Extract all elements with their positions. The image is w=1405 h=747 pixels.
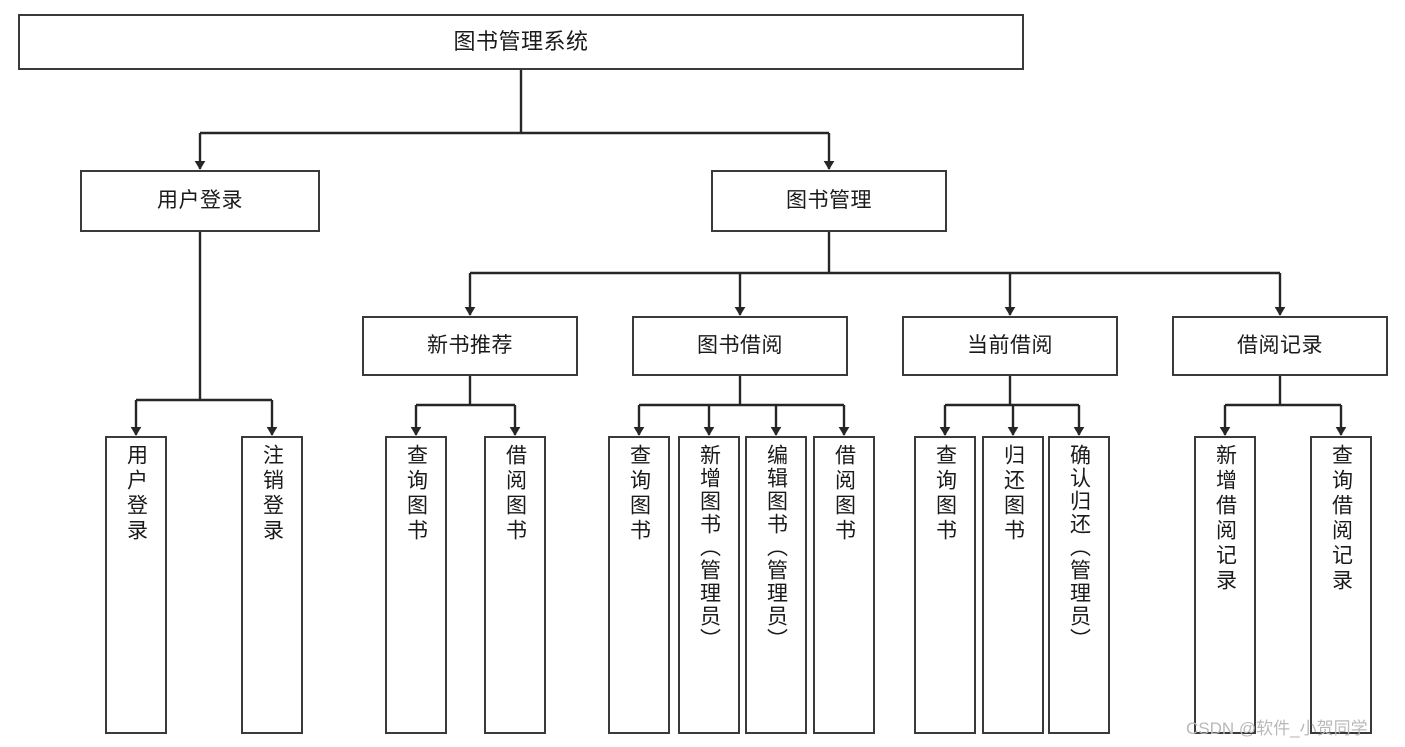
node-leaf-confirm-return[interactable]: 确认归还（管理员） (1048, 436, 1110, 734)
node-leaf-borrow-book-2[interactable]: 借阅图书 (813, 436, 875, 734)
watermark: CSDN @软件_小贺同学 (1186, 719, 1368, 738)
node-book-manage[interactable]: 图书管理 (711, 170, 947, 232)
node-label: 查询图书 (404, 444, 428, 544)
node-label: 新增图书（管理员） (697, 444, 721, 651)
node-leaf-logout[interactable]: 注销登录 (241, 436, 303, 734)
node-root[interactable]: 图书管理系统 (18, 14, 1024, 70)
node-leaf-query-book-3[interactable]: 查询图书 (914, 436, 976, 734)
node-user-login[interactable]: 用户登录 (80, 170, 320, 232)
node-label: 新增借阅记录 (1213, 444, 1237, 594)
node-label: 当前借阅 (967, 333, 1053, 357)
node-label: 确认归还（管理员） (1067, 444, 1091, 651)
node-label: 图书管理 (786, 188, 872, 212)
node-leaf-return-book[interactable]: 归还图书 (982, 436, 1044, 734)
node-new-book-rec[interactable]: 新书推荐 (362, 316, 578, 376)
node-label: 借阅记录 (1237, 333, 1323, 357)
node-label: 编辑图书（管理员） (764, 444, 788, 651)
node-label: 用户登录 (124, 444, 148, 544)
node-label: 借阅图书 (832, 444, 856, 544)
node-leaf-query-book-1[interactable]: 查询图书 (385, 436, 447, 734)
node-leaf-borrow-book-1[interactable]: 借阅图书 (484, 436, 546, 734)
node-leaf-edit-book[interactable]: 编辑图书（管理员） (745, 436, 807, 734)
node-label: 图书借阅 (697, 333, 783, 357)
node-borrow-record[interactable]: 借阅记录 (1172, 316, 1388, 376)
node-label: 借阅图书 (503, 444, 527, 544)
node-leaf-add-record[interactable]: 新增借阅记录 (1194, 436, 1256, 734)
node-label: 新书推荐 (427, 333, 513, 357)
node-label: 查询借阅记录 (1329, 444, 1353, 594)
node-label: 注销登录 (260, 444, 284, 544)
node-label: 查询图书 (627, 444, 651, 544)
node-book-borrow[interactable]: 图书借阅 (632, 316, 848, 376)
node-label: 查询图书 (933, 444, 957, 544)
node-current-borrow[interactable]: 当前借阅 (902, 316, 1118, 376)
node-label: 图书管理系统 (453, 29, 589, 55)
node-leaf-add-book[interactable]: 新增图书（管理员） (678, 436, 740, 734)
node-label: 用户登录 (157, 188, 243, 212)
node-label: 归还图书 (1001, 444, 1025, 544)
node-leaf-query-record[interactable]: 查询借阅记录 (1310, 436, 1372, 734)
node-leaf-user-login[interactable]: 用户登录 (105, 436, 167, 734)
node-leaf-query-book-2[interactable]: 查询图书 (608, 436, 670, 734)
